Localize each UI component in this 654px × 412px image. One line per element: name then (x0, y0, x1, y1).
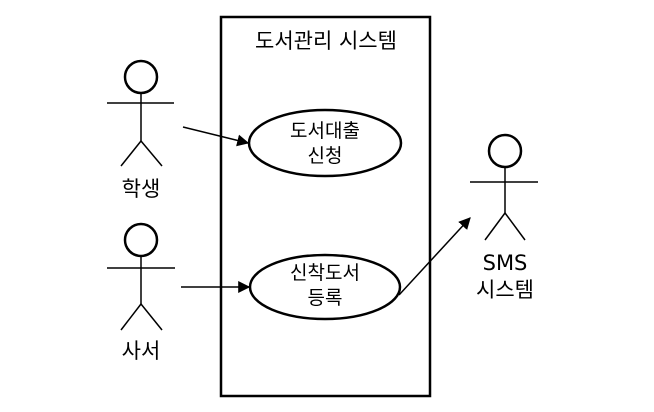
actor-sms-head (487, 133, 523, 169)
actor-student: 학생 (107, 59, 174, 201)
actor-sms-label-line2: 시스템 (476, 278, 534, 302)
actor-librarian-label: 사서 (122, 339, 161, 363)
actor-librarian-leg-left (120, 303, 142, 331)
association-registration-to-sms (398, 217, 471, 296)
usecase-new-book-registration: 신착도서 등록 (248, 253, 402, 321)
system-boundary (219, 15, 432, 398)
usecase-loan-request-line1: 도서대출 (290, 120, 360, 142)
actor-student-leg-left (120, 140, 142, 167)
actor-sms-system: SMS 시스템 (470, 133, 538, 302)
actor-librarian: 사서 (107, 222, 175, 363)
actor-librarian-head (123, 222, 159, 258)
usecase-new-book-registration-line1: 신착도서 (290, 262, 360, 284)
actor-sms-label-line1: SMS (483, 251, 528, 275)
actor-student-label: 학생 (122, 177, 161, 201)
actor-student-head (123, 59, 159, 95)
actor-sms-leg-left (484, 212, 506, 241)
system-title: 도서관리 시스템 (255, 29, 397, 53)
actor-librarian-leg-right (140, 303, 163, 331)
usecase-loan-request-line2: 신청 (308, 145, 343, 167)
actor-student-leg-right (140, 140, 163, 167)
usecase-loan-request: 도서대출 신청 (247, 108, 403, 178)
association-student-to-loan-request (182, 126, 250, 147)
actor-sms-leg-right (504, 212, 526, 241)
usecase-new-book-registration-line2: 등록 (308, 287, 343, 309)
